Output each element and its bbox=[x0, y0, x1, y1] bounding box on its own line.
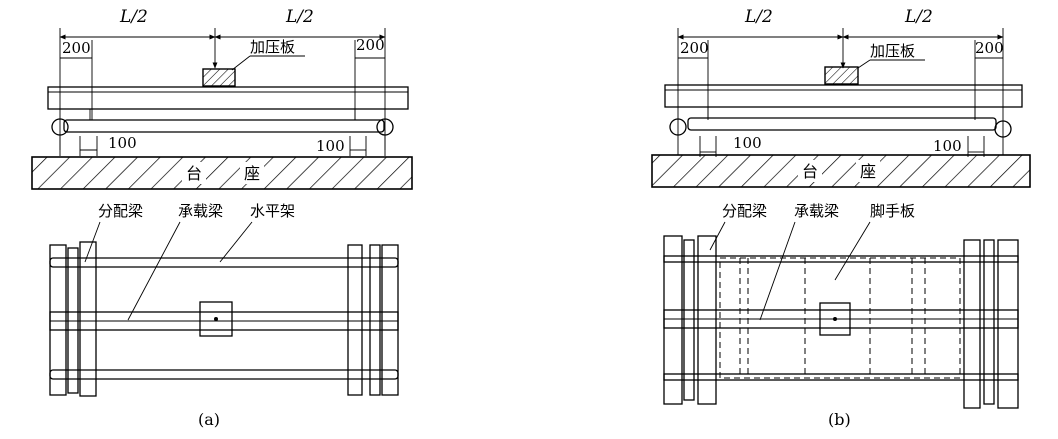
end-frame-right-inner-b bbox=[983, 239, 995, 405]
base-pedestal bbox=[31, 156, 413, 190]
base-label-1: 台 bbox=[186, 164, 202, 183]
panel-a-plan: 分配梁 承载梁 水平架 (a) bbox=[49, 202, 399, 429]
plan-label-scaffold-board: 脚手板 bbox=[870, 202, 915, 220]
dim-label-200-left-b: 200 bbox=[680, 39, 709, 57]
load-plate-leader bbox=[231, 55, 251, 71]
load-plate-leader-b bbox=[857, 59, 871, 69]
panel-b-plan: 分配梁 承载梁 脚手板 (b) bbox=[663, 202, 1019, 429]
plan-label-horizontal-frame: 水平架 bbox=[250, 202, 295, 220]
leader-horizontal-frame bbox=[219, 221, 253, 263]
dim-label-half-right-b: L/2 bbox=[904, 7, 933, 27]
panel-b: L/2 L/2 200 200 加压板 100 bbox=[651, 7, 1031, 429]
panel-b-elevation: L/2 L/2 200 200 加压板 100 bbox=[651, 7, 1031, 188]
scaffold-edge-bottom bbox=[663, 373, 1019, 381]
load-plate-center-b bbox=[833, 317, 837, 321]
support-roller-left-b bbox=[669, 118, 687, 136]
dim-label-100-right-b: 100 bbox=[933, 137, 962, 155]
top-beam bbox=[47, 86, 409, 110]
leader-distribution-beam-b bbox=[709, 221, 726, 251]
dim-label-100-right: 100 bbox=[316, 137, 345, 155]
scaffold-edge-top bbox=[663, 255, 1019, 263]
dim-label-100-left-b: 100 bbox=[733, 134, 762, 152]
panel-a-elevation: L/2 L/2 200 200 加压板 bbox=[31, 7, 413, 190]
dim-label-100-left: 100 bbox=[108, 134, 137, 152]
dim-label-200-right-b: 200 bbox=[975, 39, 1004, 57]
horizontal-frame-bottom bbox=[49, 369, 399, 380]
scaffold-board-outline bbox=[719, 257, 961, 379]
load-plate-b bbox=[824, 66, 859, 85]
dim-label-200-left: 200 bbox=[62, 39, 91, 57]
support-roller-right-b bbox=[994, 120, 1012, 138]
base-pedestal-b bbox=[651, 154, 1031, 188]
leader-bearing-beam-b bbox=[759, 221, 796, 321]
load-plate-plan bbox=[199, 301, 233, 337]
leader-scaffold-board bbox=[834, 221, 871, 281]
base-label-bg-2-b bbox=[856, 160, 880, 182]
dim-label-200-right: 200 bbox=[356, 36, 385, 54]
base-label-2: 座 bbox=[244, 164, 260, 183]
end-frame-right-inner bbox=[369, 244, 381, 396]
horizontal-frame-top bbox=[49, 257, 399, 268]
bearing-beam bbox=[63, 119, 385, 133]
distribution-beam-right-b bbox=[963, 239, 981, 409]
base-label-1-b: 台 bbox=[802, 162, 818, 181]
dim-label-half-left: L/2 bbox=[119, 7, 148, 27]
load-plate-label: 加压板 bbox=[250, 38, 295, 56]
distribution-beam-left bbox=[79, 241, 97, 397]
end-frame-right-outer-b bbox=[997, 239, 1019, 409]
load-plate-plan-b bbox=[819, 302, 851, 336]
leader-bearing-beam bbox=[127, 221, 181, 321]
panel-a: L/2 L/2 200 200 加压板 bbox=[31, 7, 413, 429]
plan-label-distribution-beam-b: 分配梁 bbox=[722, 202, 767, 220]
end-frame-left-inner-b bbox=[683, 239, 695, 401]
dim-label-half-right: L/2 bbox=[285, 7, 314, 27]
plan-label-distribution-beam: 分配梁 bbox=[98, 202, 143, 220]
plan-label-bearing-beam-b: 承载梁 bbox=[794, 202, 839, 220]
base-label-bg-1 bbox=[182, 162, 206, 184]
end-frame-left-outer-b bbox=[663, 235, 683, 405]
end-frame-left-inner bbox=[67, 247, 79, 394]
caption-b: (b) bbox=[828, 410, 851, 429]
bearing-beam-b bbox=[687, 117, 997, 131]
distribution-beam-left-b bbox=[697, 235, 717, 405]
base-label-bg-1-b bbox=[798, 160, 822, 182]
base-label-bg-2 bbox=[240, 162, 264, 184]
dim-label-half-left-b: L/2 bbox=[744, 7, 773, 27]
load-plate bbox=[202, 68, 236, 87]
load-plate-label-b: 加压板 bbox=[870, 42, 915, 60]
base-label-2-b: 座 bbox=[860, 162, 876, 181]
load-plate-center bbox=[214, 317, 218, 321]
top-beam-b bbox=[664, 84, 1023, 108]
caption-a: (a) bbox=[198, 410, 220, 429]
plan-label-bearing-beam: 承载梁 bbox=[178, 202, 223, 220]
distribution-beam-right bbox=[347, 244, 363, 396]
